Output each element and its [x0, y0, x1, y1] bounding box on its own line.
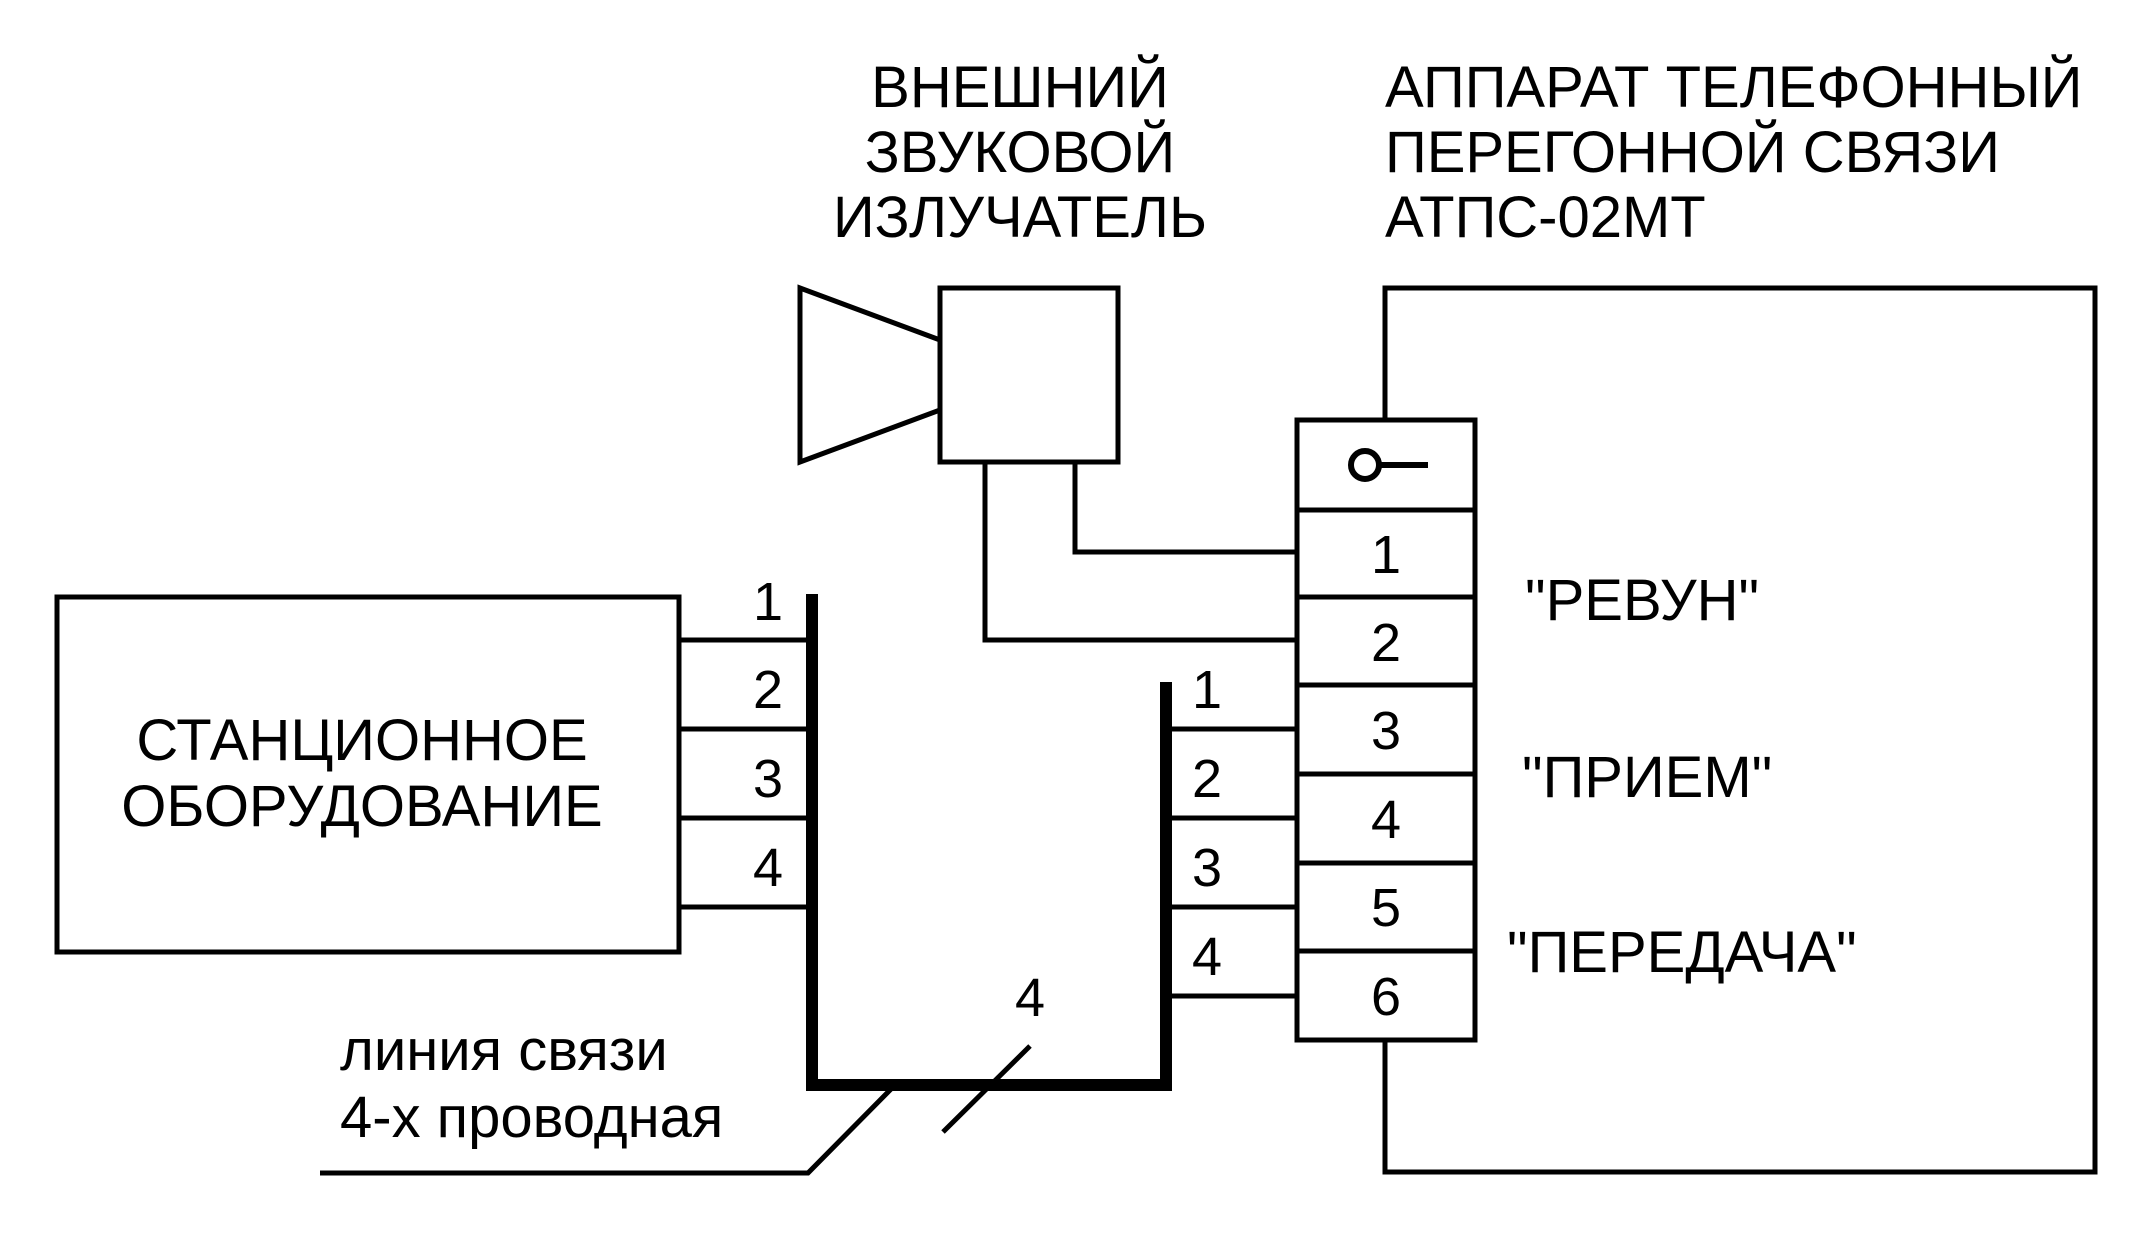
station-label-line-2: ОБОРУДОВАНИЕ: [121, 774, 602, 839]
terminal-strip-frame: [1294, 417, 1478, 1043]
terminal-number-4: 4: [1371, 790, 1401, 850]
terminal-strip: 1 2 3 4 5 6: [1294, 417, 1478, 1043]
terminal-number-1: 1: [1371, 525, 1401, 585]
cable-bus: [806, 594, 1172, 1091]
phone-title-line-1: АППАРАТ ТЕЛЕФОННЫЙ: [1385, 55, 2082, 120]
wire-count-label: 4: [1015, 968, 1045, 1028]
cable-leader-line: [320, 1083, 897, 1176]
speaker-box: [937, 285, 1121, 465]
speaker-wire-1: [1072, 462, 1297, 555]
group-label-revun: "РЕВУН": [1525, 568, 1759, 633]
speaker-horn-icon: [797, 284, 943, 466]
speaker-title-line-1: ВНЕШНИЙ: [871, 55, 1169, 120]
phone-title-line-2: ПЕРЕГОННОЙ СВЯЗИ: [1385, 120, 2000, 185]
speaker-title-line-3: ИЗЛУЧАТЕЛЬ: [833, 185, 1207, 250]
right-pin-3: 3: [1192, 838, 1222, 898]
cable-label-line-1: линия связи: [340, 1018, 668, 1083]
station-box: [54, 594, 682, 955]
left-pin-3: 3: [753, 749, 783, 809]
terminal-number-3: 3: [1371, 701, 1401, 761]
speaker-title-line-2: ЗВУКОВОЙ: [865, 120, 1175, 185]
cable-label-line-2: 4-х проводная: [340, 1085, 723, 1150]
left-pin-1: 1: [753, 572, 783, 632]
group-label-priem: "ПРИЕМ": [1522, 745, 1772, 810]
left-pin-4: 4: [753, 838, 783, 898]
terminal-number-2: 2: [1371, 613, 1401, 673]
phone-title-line-3: АТПС-02МТ: [1385, 185, 1706, 250]
right-pin-1: 1: [1192, 660, 1222, 720]
terminal-number-6: 6: [1371, 967, 1401, 1027]
right-pin-2: 2: [1192, 749, 1222, 809]
left-pin-2: 2: [753, 660, 783, 720]
group-label-peredacha: "ПЕРЕДАЧА": [1507, 920, 1857, 985]
wire-count-slash: [941, 1044, 1032, 1134]
station-label-line-1: СТАНЦИОННОЕ: [136, 708, 587, 773]
right-pin-4: 4: [1192, 927, 1222, 987]
speaker-wire-2: [982, 462, 1297, 643]
phone-body: [1382, 285, 2098, 1175]
terminal-number-5: 5: [1371, 878, 1401, 938]
